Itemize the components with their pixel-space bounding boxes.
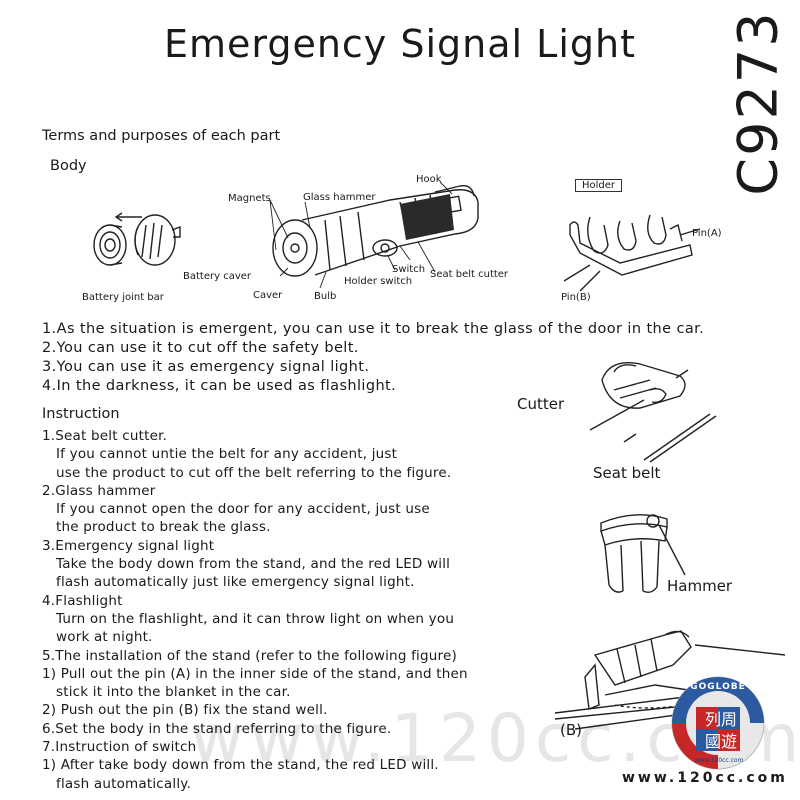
logo-url: www.120cc.com [694, 757, 744, 764]
instruction-line: stick it into the blanket in the car. [56, 684, 291, 701]
site-url: www.120cc.com [622, 770, 788, 786]
instruction-line: work at night. [56, 629, 153, 646]
label-cover: Caver [253, 290, 283, 301]
instruction-line: 7.Instruction of switch [42, 739, 197, 756]
label-switch: Switch [392, 264, 426, 275]
instruction-line: 6.Set the body in the stand referring to… [42, 720, 392, 737]
instruction-line: 1.Seat belt cutter. [42, 428, 168, 444]
instruction-line: If you cannot open the door for any acci… [56, 501, 430, 518]
label-hammer: Hammer [667, 577, 733, 595]
label-battery-joint-bar: Battery joint bar [82, 292, 164, 303]
label-hook: Hook [416, 174, 442, 185]
purpose-item: 1.As the situation is emergent, you can … [42, 321, 705, 337]
instruction-line: Turn on the flashlight, and it can throw… [56, 610, 455, 627]
label-pin-b: Pin(B) [561, 292, 591, 303]
flashlight-body-drawing [269, 181, 479, 289]
label-magnets: Magnets [228, 193, 271, 204]
purpose-item: 3.You can use it as emergency signal lig… [42, 359, 370, 375]
installation-figure-drawing [554, 630, 786, 730]
instruction-line: flash automatically. [56, 775, 192, 792]
instruction-line: 1) After take body down from the stand, … [42, 757, 439, 774]
label-battery-cover: Battery caver [183, 271, 251, 282]
logo-chars: 列周國遊 [704, 710, 737, 751]
label-bulb: Bulb [314, 291, 337, 302]
label-seat-belt-cutter: Seat belt cutter [430, 269, 509, 280]
instructions-list: 1.Seat belt cutter. If you cannot untie … [42, 427, 468, 793]
instruction-line: use the product to cut off the belt refe… [56, 464, 452, 481]
instruction-heading: Instruction [42, 406, 120, 422]
purpose-item: 4.In the darkness, it can be used as fla… [42, 378, 397, 394]
terms-heading: Terms and purposes of each part [42, 128, 281, 144]
purpose-item: 2.You can use it to cut off the safety b… [42, 340, 359, 356]
instruction-line: 3.Emergency signal light [42, 537, 215, 554]
purposes-list: 1.As the situation is emergent, you can … [42, 320, 704, 396]
instruction-line: 5.The installation of the stand (refer t… [42, 647, 457, 664]
label-pin-a: Pin(A) [692, 228, 722, 239]
label-holder: Holder [575, 179, 623, 192]
body-label: Body [50, 158, 87, 174]
cutter-figure-drawing [589, 362, 717, 463]
label-pin-b-figure: (B) [560, 721, 582, 739]
instruction-line: If you cannot untie the belt for any acc… [56, 446, 398, 463]
instruction-line: Take the body down from the stand, and t… [56, 556, 451, 573]
instruction-line: 2.Glass hammer [42, 482, 156, 499]
goglobe-logo [671, 676, 765, 770]
model-code: C9273 [726, 9, 790, 196]
instruction-line: flash automatically just like emergency … [56, 574, 415, 591]
instruction-line: 4.Flashlight [42, 592, 123, 609]
instruction-line: 1) Pull out the pin (A) in the inner sid… [42, 665, 468, 682]
hammer-figure-drawing [600, 514, 686, 594]
label-glass-hammer: Glass hammer [303, 192, 376, 203]
instruction-line: 2) Push out the pin (B) fix the stand we… [42, 702, 328, 719]
label-holder-switch: Holder switch [344, 276, 413, 287]
page-title: Emergency Signal Light [163, 22, 637, 66]
battery-parts-drawing [93, 212, 181, 266]
logo-text: GOGLOBE [690, 682, 746, 692]
instruction-line: the product to break the glass. [56, 519, 271, 536]
label-cutter: Cutter [517, 395, 565, 413]
holder-drawing [563, 214, 701, 292]
label-seat-belt: Seat belt [593, 464, 661, 482]
